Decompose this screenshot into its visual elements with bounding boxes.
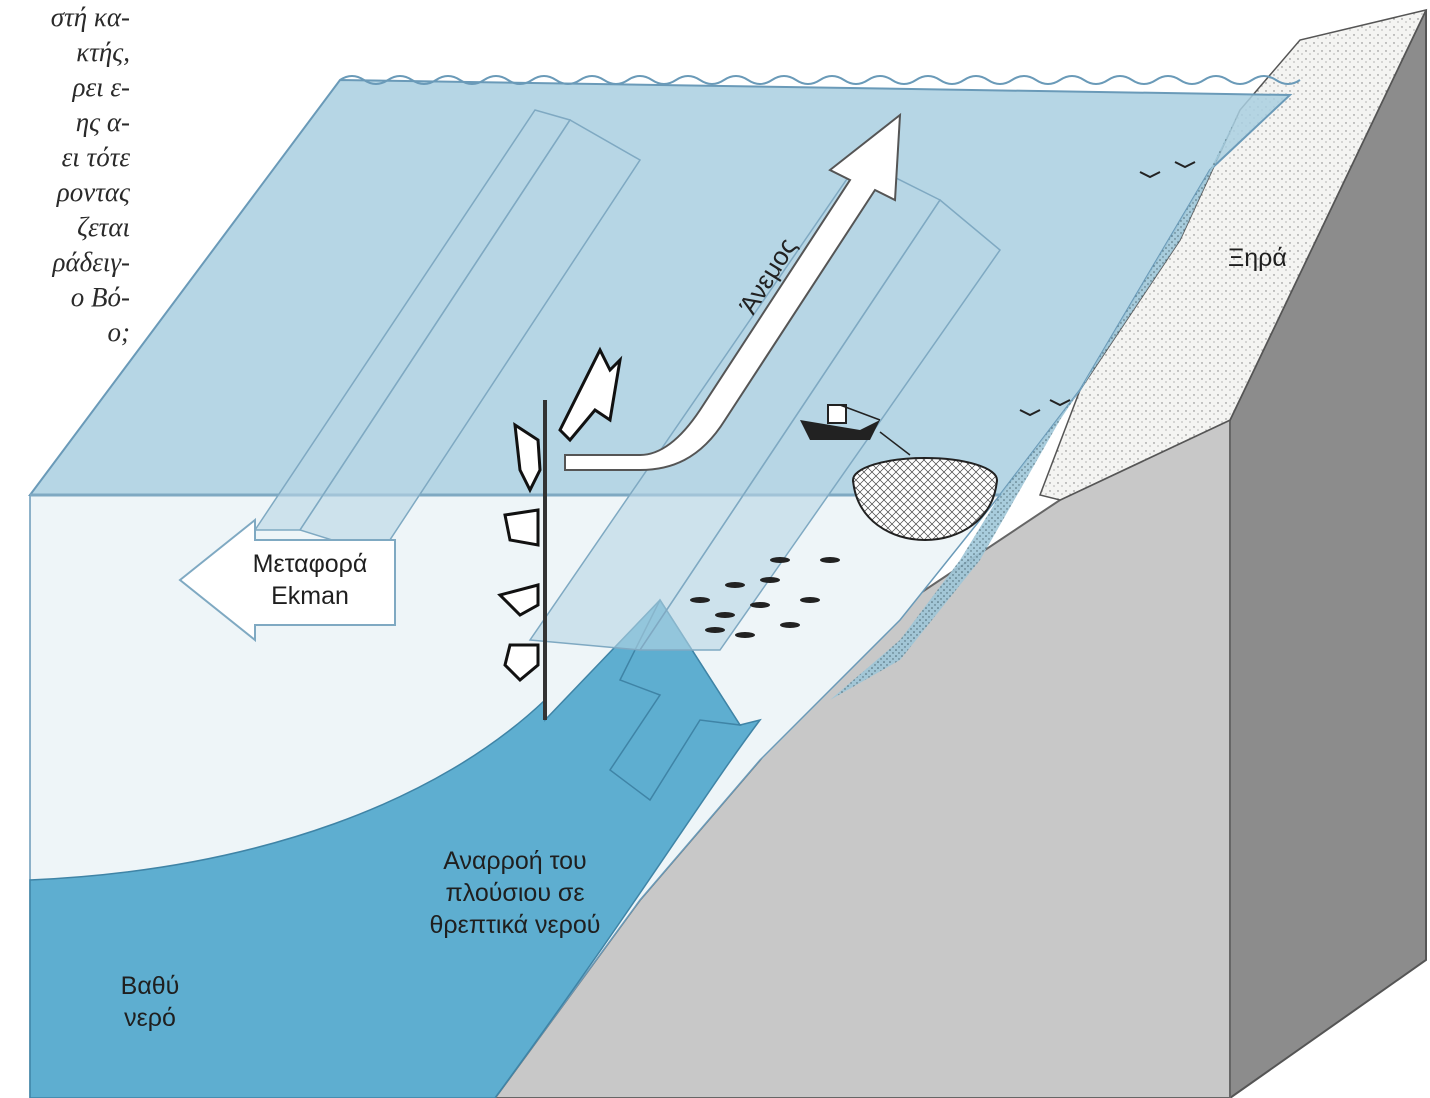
upwelling-label-line2: πλούσιου σε — [405, 877, 625, 909]
deep-water-label: Βαθύ νερό — [105, 970, 195, 1034]
upwelling-label: Αναρροή του πλούσιου σε θρεπτικά νερού — [405, 845, 625, 941]
deep-water-label-line1: Βαθύ — [105, 970, 195, 1002]
upwelling-label-line1: Αναρροή του — [405, 845, 625, 877]
land-label-text: Ξηρά — [1228, 242, 1287, 274]
land-label: Ξηρά — [1228, 242, 1287, 274]
deep-water-label-line2: νερό — [105, 1002, 195, 1034]
ekman-label: Μεταφορά Ekman — [230, 548, 390, 612]
ekman-label-line1: Μεταφορά — [230, 548, 390, 580]
ekman-label-line2: Ekman — [230, 580, 390, 612]
upwelling-label-line3: θρεπτικά νερού — [405, 909, 625, 941]
